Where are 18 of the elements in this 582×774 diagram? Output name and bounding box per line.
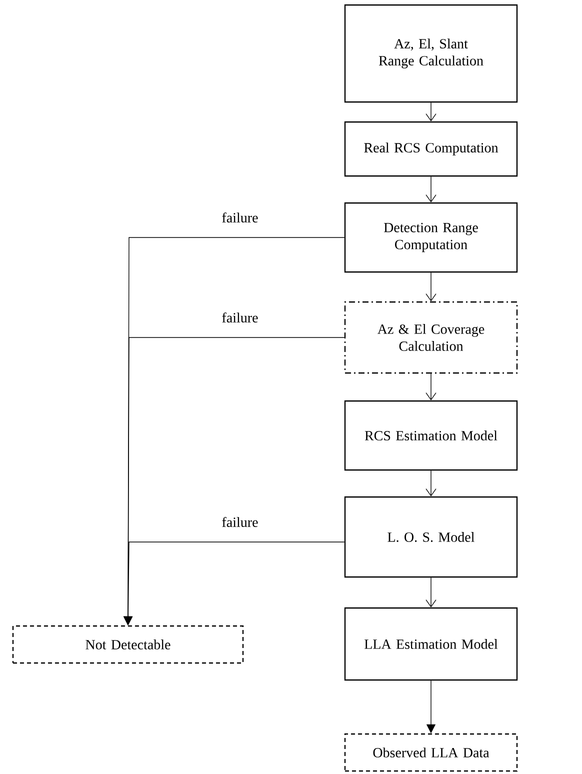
arrow [426,272,436,302]
process-box: Real RCS Computation [344,121,518,177]
edge-label: failure [220,516,260,528]
arrow [426,176,436,202]
terminal-box: Observed LLA Data [344,733,518,772]
process-box: Detection Range Computation [344,202,518,273]
process-box: L. O. S. Model [344,496,518,578]
arrow [426,102,436,122]
process-box: RCS Estimation Model [344,400,518,471]
edge-label: failure [220,312,260,324]
arrow [426,577,436,608]
arrow [426,470,436,496]
process-box: Az & El Coverage Calculation [344,301,518,374]
process-box: Az, El, Slant Range Calculation [344,4,518,103]
terminal-box: Not Detectable [12,625,244,664]
edge-label: failure [220,212,260,224]
arrow [426,373,436,400]
process-box: LLA Estimation Model [344,607,518,681]
